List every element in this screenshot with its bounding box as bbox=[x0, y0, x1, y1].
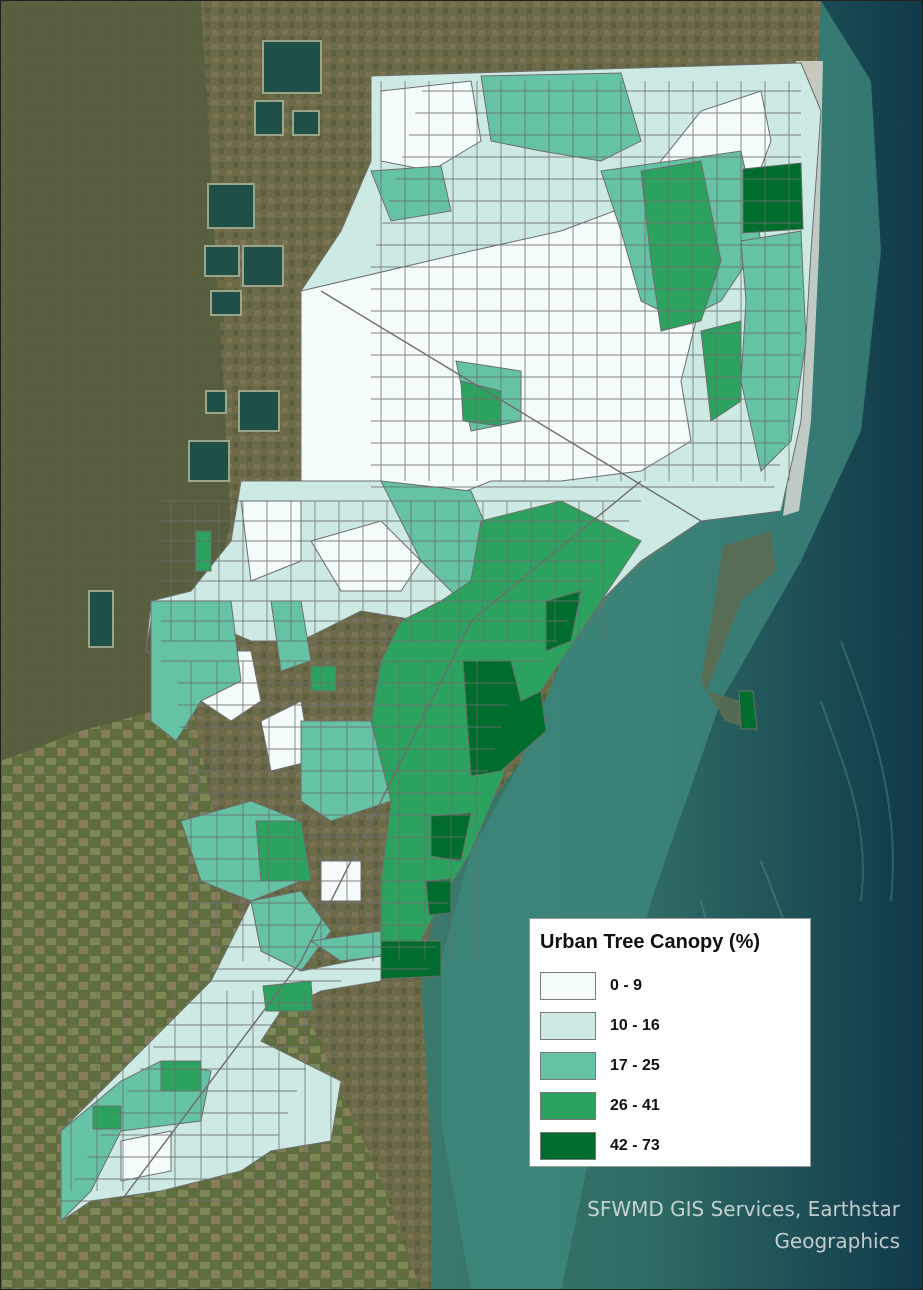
legend-label: 17 - 25 bbox=[610, 1057, 660, 1074]
legend-item: 17 - 25 bbox=[540, 1046, 800, 1086]
tract-region-high-4 bbox=[255, 820, 312, 882]
legend-label: 26 - 41 bbox=[610, 1097, 660, 1114]
highway-us1 bbox=[120, 480, 642, 1202]
credit-line-1: SFWMD GIS Services, Earthstar bbox=[587, 1197, 900, 1221]
attribution-credit: SFWMD GIS Services, Earthstar Geographic… bbox=[560, 1193, 900, 1257]
legend-swatch bbox=[540, 1012, 596, 1040]
legend-swatch bbox=[540, 1132, 596, 1160]
tract-region-high-1 bbox=[640, 160, 722, 332]
census-tracts bbox=[60, 62, 822, 1223]
tract-region-high-9 bbox=[310, 665, 337, 692]
tract-region-mid-1 bbox=[480, 72, 642, 162]
legend-swatch bbox=[540, 972, 596, 1000]
map-legend: Urban Tree Canopy (%) 0 - 9 10 - 16 17 -… bbox=[529, 918, 811, 1167]
tract-boundaries bbox=[61, 81, 801, 1202]
legend-label: 0 - 9 bbox=[610, 977, 643, 994]
tract-region-mid-3 bbox=[740, 230, 807, 472]
key-biscayne bbox=[701, 531, 776, 731]
highway bbox=[320, 290, 702, 522]
legend-label: 42 - 73 bbox=[610, 1137, 660, 1154]
tract-region-high-8 bbox=[92, 1105, 122, 1130]
legend-item: 26 - 41 bbox=[540, 1086, 800, 1126]
legend-label: 10 - 16 bbox=[610, 1017, 660, 1034]
tract-region-high-5 bbox=[262, 980, 314, 1012]
legend-item: 10 - 16 bbox=[540, 1006, 800, 1046]
tract-region-veryhigh-5 bbox=[380, 940, 442, 980]
tract-region-high-7 bbox=[160, 1060, 202, 1092]
tract-region-veryhigh-1 bbox=[742, 162, 804, 234]
legend-item: 0 - 9 bbox=[540, 966, 800, 1006]
tract-region-mid-9 bbox=[250, 890, 332, 972]
legend-swatch bbox=[540, 1052, 596, 1080]
tract-region-veryhigh-7 bbox=[425, 878, 452, 916]
credit-line-2: Geographics bbox=[774, 1229, 900, 1253]
tract-region-low-7 bbox=[120, 1130, 172, 1182]
tract-region-veryhigh-6 bbox=[738, 690, 758, 730]
quarry-lakes bbox=[88, 40, 322, 648]
tract-region-veryhigh-2 bbox=[462, 660, 547, 777]
tract-region-high-6 bbox=[195, 530, 212, 572]
everglades-wetland bbox=[1, 1, 231, 761]
tract-region-mid-13 bbox=[370, 165, 452, 222]
legend-title: Urban Tree Canopy (%) bbox=[540, 931, 761, 953]
legend-swatch bbox=[540, 1092, 596, 1120]
legend-item: 42 - 73 bbox=[540, 1126, 800, 1166]
